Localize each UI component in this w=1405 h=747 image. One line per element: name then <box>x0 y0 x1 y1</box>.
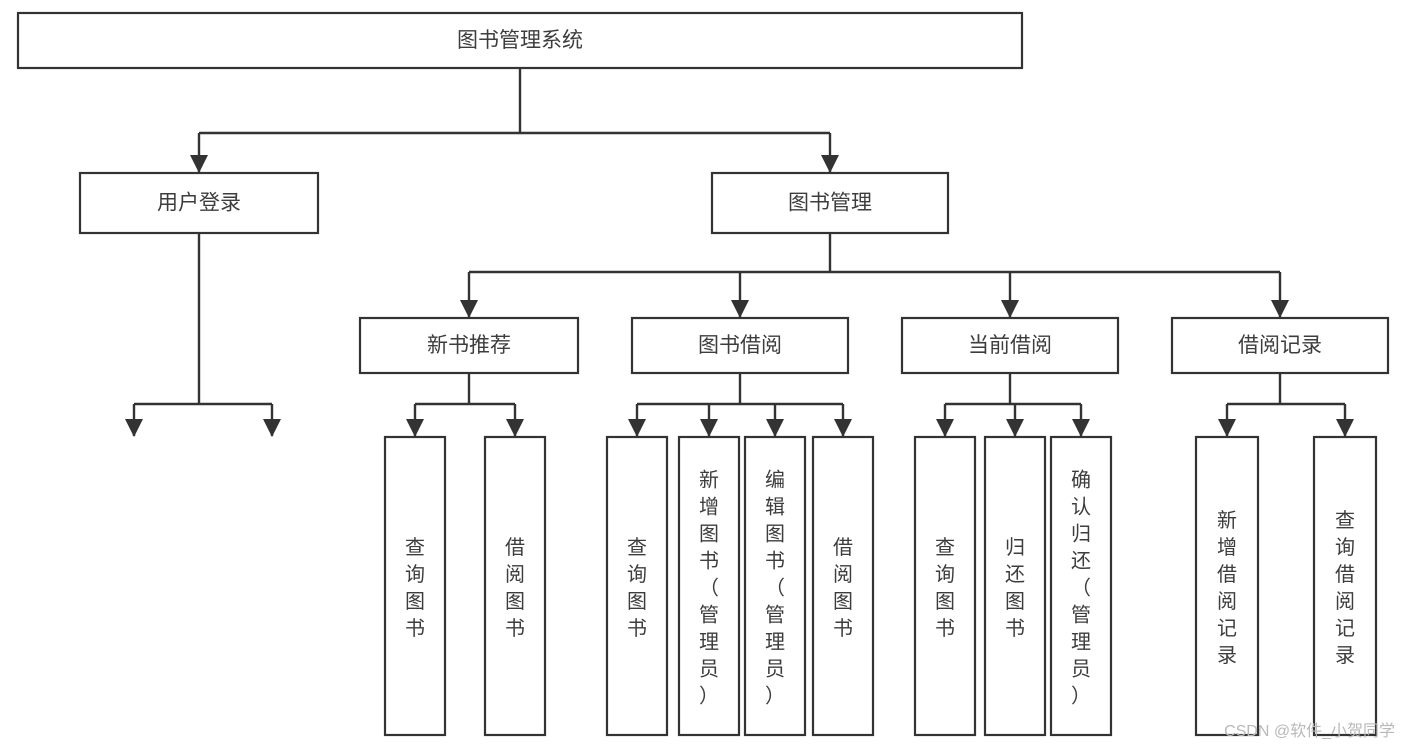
node-label: 新书推荐 <box>427 334 511 357</box>
node-query-book-1[interactable]: 查询图书 <box>383 435 447 737</box>
node-query-book-3[interactable]: 查询图书 <box>913 435 977 737</box>
node-label: 用户登录 <box>157 192 241 215</box>
node-label: 图书管理 <box>788 192 872 215</box>
node-borrow-record[interactable]: 借阅记录 <box>1170 316 1390 375</box>
node-add-borrow-record[interactable]: 新增借阅记录 <box>1194 435 1260 737</box>
arrow-head-icon <box>1006 419 1024 437</box>
arrow-head-icon <box>936 419 954 437</box>
node-query-borrow-record[interactable]: 查询借阅记录 <box>1312 435 1378 737</box>
arrow-head-icon <box>628 419 646 437</box>
node-edit-book-admin[interactable]: 编辑图书（管理员） <box>743 435 807 737</box>
node-label: 借阅图书 <box>833 536 853 640</box>
arrow-head-icon <box>1072 419 1090 437</box>
watermark-label: CSDN @软件_小贺同学 <box>1224 723 1395 740</box>
arrow-head-icon <box>125 419 143 437</box>
arrow-head-icon <box>406 419 424 437</box>
node-borrow-book-1[interactable]: 借阅图书 <box>483 435 547 737</box>
node-label: 图书管理系统 <box>457 29 583 52</box>
node-label: 查询图书 <box>935 536 955 640</box>
node-query-book-2[interactable]: 查询图书 <box>605 435 669 737</box>
arrow-head-icon <box>766 419 784 437</box>
node-label: 新增图书（管理员） <box>699 469 719 708</box>
node-confirm-return-admin[interactable]: 确认归还（管理员） <box>1049 435 1113 737</box>
node-label: 归还图书 <box>1005 536 1025 640</box>
node-new-book-recommend[interactable]: 新书推荐 <box>358 316 580 375</box>
node-label: 当前借阅 <box>968 334 1052 357</box>
arrow-head-icon <box>700 419 718 437</box>
arrow-head-icon <box>834 419 852 437</box>
node-add-book-admin[interactable]: 新增图书（管理员） <box>677 435 741 737</box>
arrow-head-icon <box>263 419 281 437</box>
node-label: 编辑图书（管理员） <box>765 469 785 708</box>
arrow-head-icon <box>1001 300 1019 318</box>
node-return-book[interactable]: 归还图书 <box>983 435 1047 737</box>
node-label: 借阅记录 <box>1238 334 1322 357</box>
node-user-login[interactable]: 用户登录 <box>78 171 320 235</box>
node-book-manage[interactable]: 图书管理 <box>710 171 950 235</box>
arrow-head-icon <box>1271 300 1289 318</box>
node-label: 查询图书 <box>405 536 425 640</box>
arrow-head-icon <box>190 155 208 173</box>
arrow-head-icon <box>506 419 524 437</box>
arrow-head-icon <box>1336 419 1354 437</box>
node-label: 借阅图书 <box>505 536 525 640</box>
arrow-head-icon <box>821 155 839 173</box>
node-current-borrow[interactable]: 当前借阅 <box>900 316 1120 375</box>
arrow-head-icon <box>731 300 749 318</box>
node-book-borrow[interactable]: 图书借阅 <box>630 316 850 375</box>
node-label: 图书借阅 <box>698 334 782 357</box>
arrow-head-icon <box>460 300 478 318</box>
node-root[interactable]: 图书管理系统 <box>16 11 1024 70</box>
node-label: 新增借阅记录 <box>1217 509 1237 667</box>
node-label: 查询借阅记录 <box>1335 509 1355 667</box>
node-borrow-book-2[interactable]: 借阅图书 <box>811 435 875 737</box>
arrow-head-icon <box>1218 419 1236 437</box>
node-label: 确认归还（管理员） <box>1071 469 1091 708</box>
node-label: 查询图书 <box>627 536 647 640</box>
connectors-layer <box>125 68 1354 437</box>
